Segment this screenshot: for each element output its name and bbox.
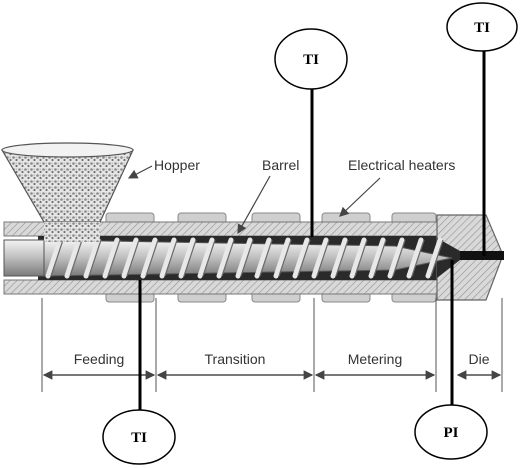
screw-flight — [292, 237, 310, 279]
ti-bottom-left-label: TI — [131, 430, 147, 446]
screw-flight — [349, 237, 367, 279]
screw-flight-edge — [164, 239, 178, 277]
zone-feeding-label: Feeding — [74, 351, 125, 367]
screw-flight-edge — [354, 239, 368, 277]
screw-flight-edge — [88, 239, 102, 277]
screw-flight-edge — [126, 239, 140, 277]
screw-flight-edge — [430, 239, 444, 277]
screw-flight — [83, 237, 101, 279]
screw-flight-edge — [240, 239, 254, 277]
instrument-lines — [138, 47, 486, 412]
screw-flight-edge — [145, 239, 159, 277]
barrel-arrow — [237, 175, 271, 235]
screw-flight — [159, 237, 177, 279]
barrel-label: Barrel — [262, 157, 299, 173]
screw-flight-edge — [411, 239, 425, 277]
screw-flight — [140, 237, 158, 279]
screw-flight-edge — [69, 239, 83, 277]
ti-top-middle-label: TI — [303, 52, 319, 68]
zone-metering-label: Metering — [348, 351, 402, 367]
screw-flight-edge — [297, 239, 311, 277]
screw-flight — [311, 237, 329, 279]
screw-flight-edge — [202, 239, 216, 277]
screw-flight-edge — [221, 239, 235, 277]
hopper — [0, 142, 134, 242]
screw-flight-edge — [373, 239, 387, 277]
screw-flight — [235, 237, 253, 279]
screw-flight-edge — [259, 239, 273, 277]
screw-flight-edge — [278, 239, 292, 277]
screw-flight — [197, 237, 215, 279]
screw-flight — [121, 237, 139, 279]
screw-flight — [330, 237, 348, 279]
screw-flight-edge — [107, 239, 121, 277]
screw-flight — [368, 237, 386, 279]
screw-flight — [216, 237, 234, 279]
screw — [3, 237, 453, 279]
hopper-label: Hopper — [154, 157, 200, 173]
ti-bottom-left-bubble: TI — [102, 409, 176, 465]
screw-flight — [254, 237, 272, 279]
pi-bottom-right-label: PI — [444, 425, 459, 441]
zone-boundaries — [41, 298, 503, 392]
screw-flight-edge — [50, 239, 64, 277]
screw-flight — [64, 237, 82, 279]
screw-flight-edge — [392, 239, 406, 277]
ti-top-middle-bubble: TI — [274, 28, 348, 90]
screw-flight — [425, 237, 443, 279]
screw-flight — [178, 237, 196, 279]
heaters-label: Electrical heaters — [348, 157, 455, 173]
ti-top-right-label: TI — [474, 20, 490, 36]
pi-bottom-right-bubble: PI — [414, 404, 488, 460]
screw-flight — [102, 237, 120, 279]
heaters-arrow — [339, 177, 381, 217]
screw-flight — [387, 237, 405, 279]
screw-flight — [45, 237, 63, 279]
zone-die-label: Die — [468, 351, 489, 367]
ti-top-right-bubble: TI — [446, 2, 518, 52]
screw-flight-edge — [183, 239, 197, 277]
screw-flight-edge — [316, 239, 330, 277]
hopper-arrow — [127, 165, 153, 179]
screw-flight-edge — [335, 239, 349, 277]
zone-transition-label: Transition — [205, 351, 266, 367]
screw-flight — [406, 237, 424, 279]
screw-flight — [273, 237, 291, 279]
